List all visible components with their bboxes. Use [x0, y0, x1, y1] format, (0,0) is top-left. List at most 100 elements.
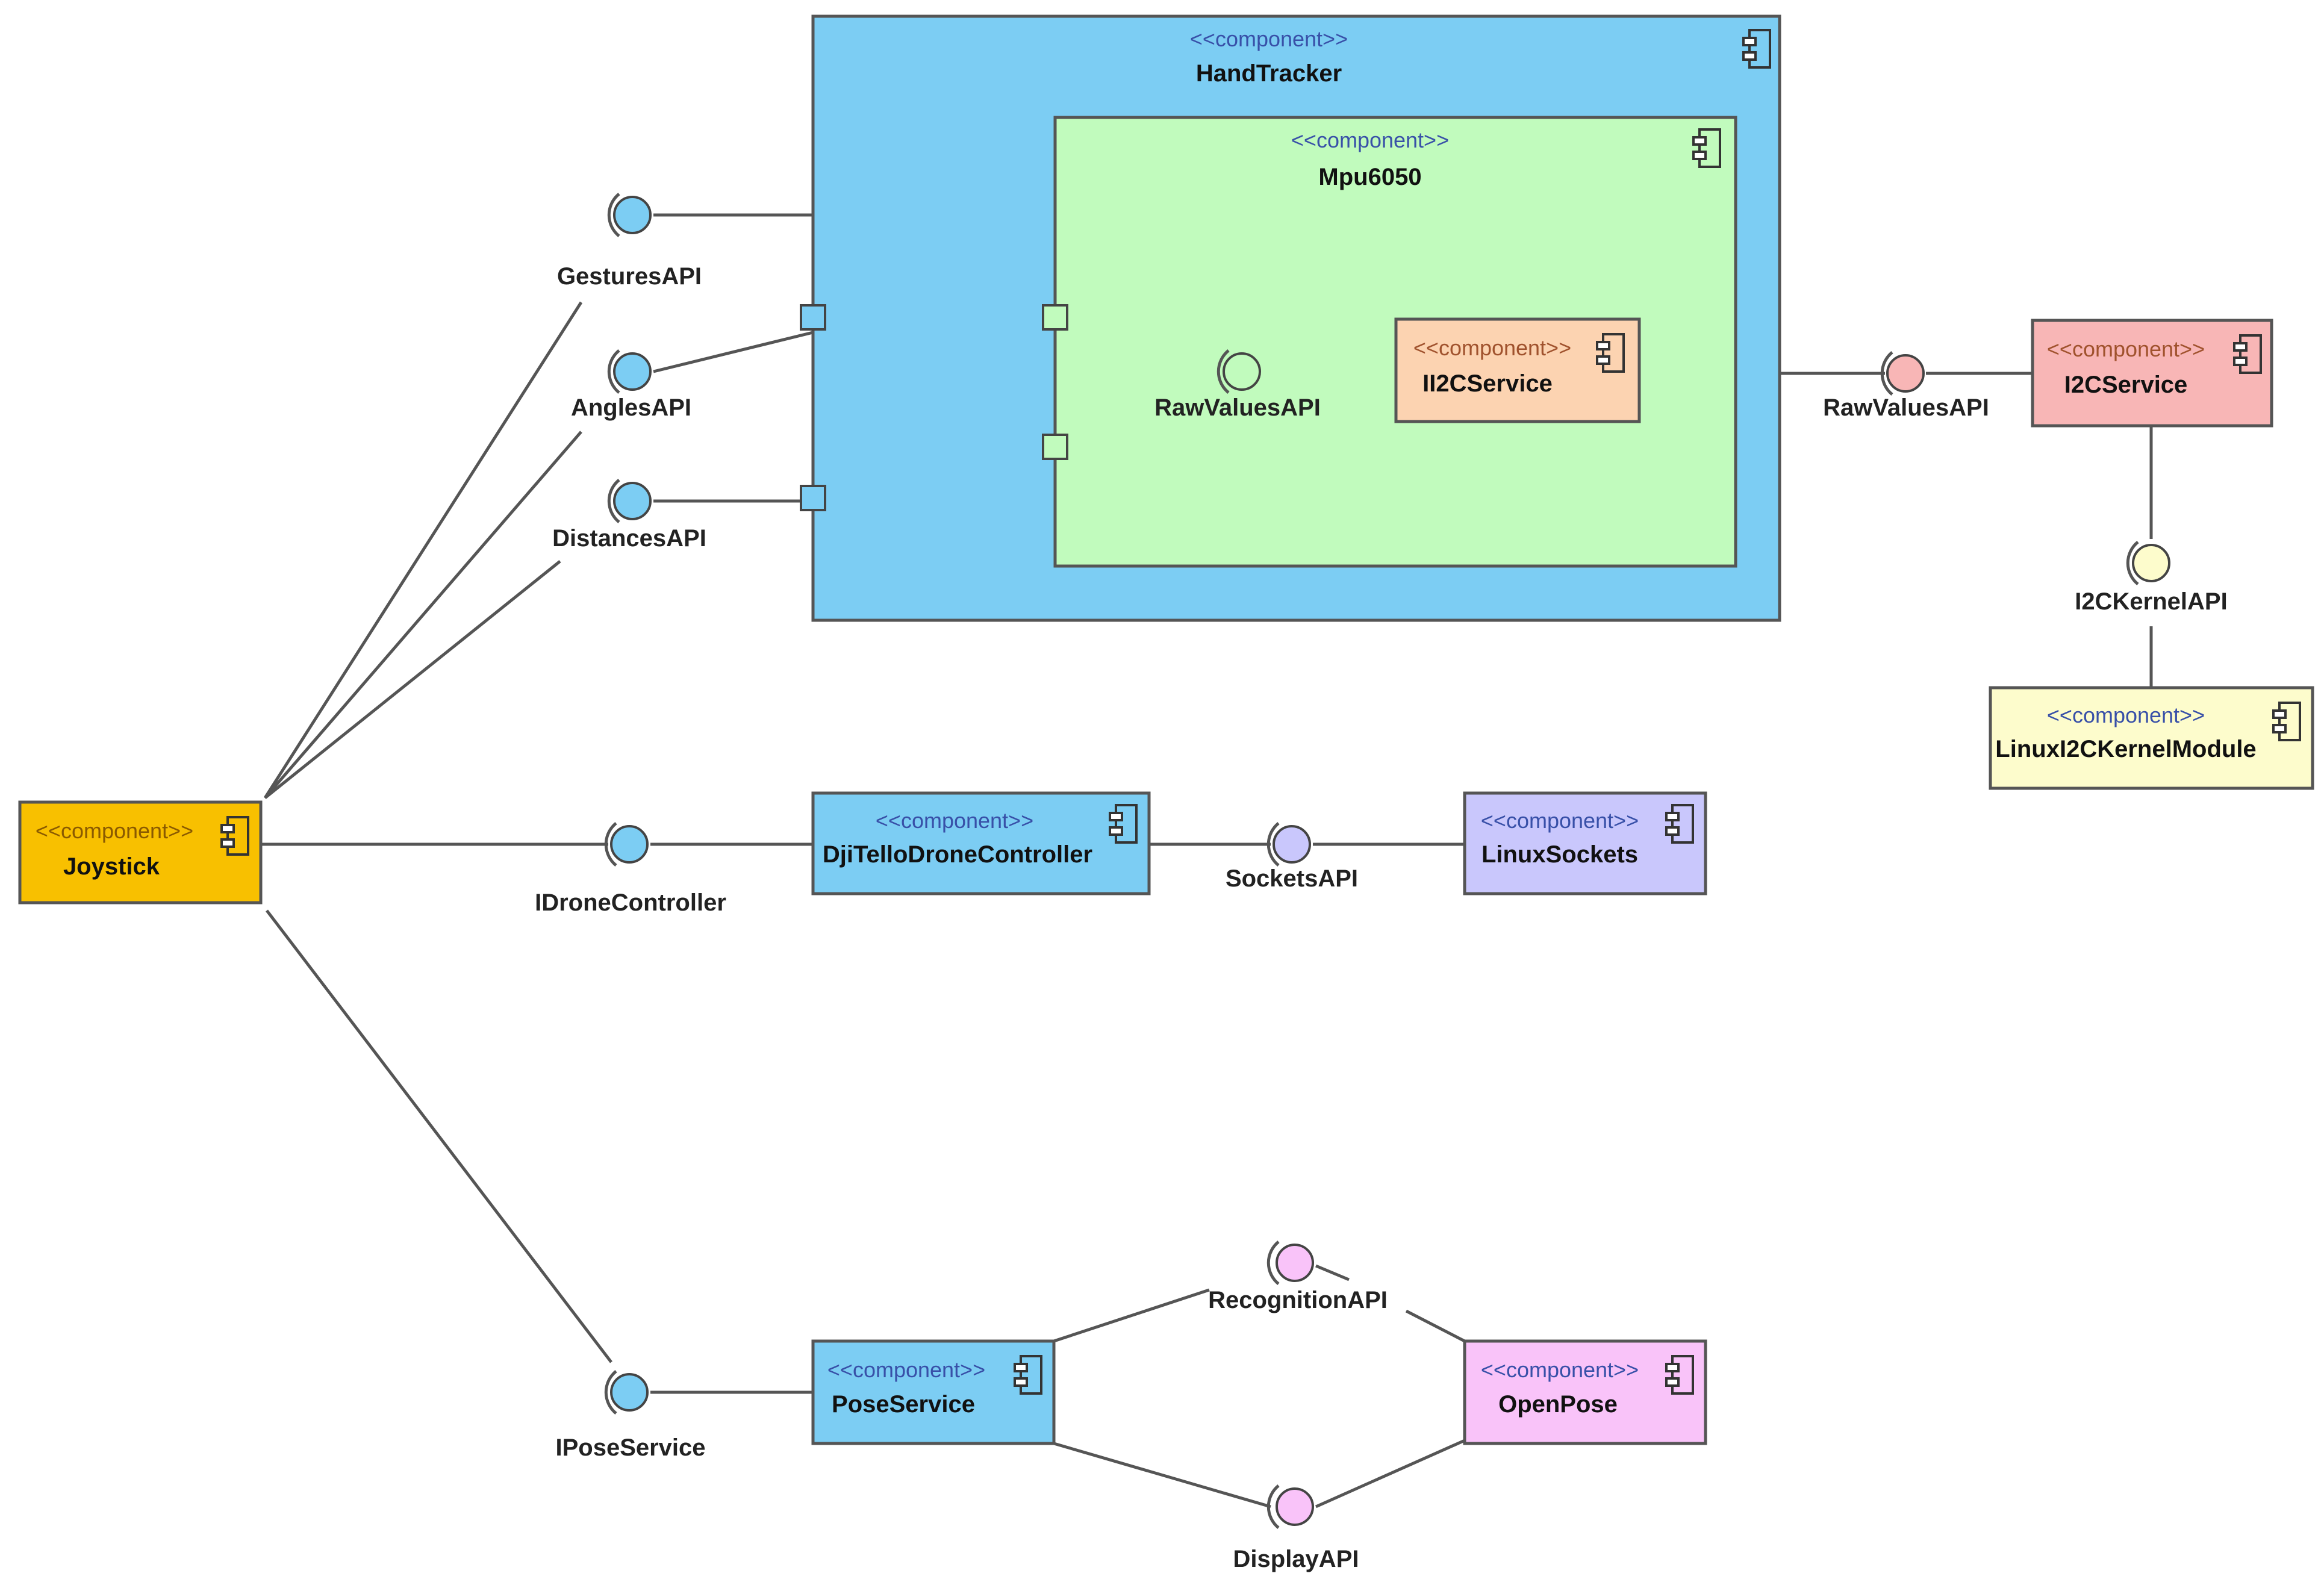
anglesapi-label: AnglesAPI: [571, 394, 691, 421]
openpose-box: [1463, 1339, 1707, 1445]
linuxkernel-box: [1989, 686, 2314, 790]
joystick-box: [18, 800, 263, 905]
ball: [610, 825, 649, 864]
component-icon: [1742, 29, 1771, 69]
socket-arc: [607, 349, 620, 394]
socketsapi-label: SocketsAPI: [1226, 865, 1358, 892]
ball: [613, 482, 652, 520]
ball: [613, 352, 652, 391]
interface-rawvaluesapi-outer[interactable]: RawValuesAPI: [1823, 351, 1989, 421]
pose-box: [811, 1339, 1056, 1445]
component-icon: [2272, 702, 2301, 741]
component-poseservice[interactable]: <<component>> PoseService: [811, 1339, 1056, 1445]
component-linuxi2ckernelmodule[interactable]: <<component>> LinuxI2CKernelModule: [1989, 686, 2314, 790]
linuxsockets-name: LinuxSockets: [1481, 841, 1638, 868]
interface-anglesapi[interactable]: AnglesAPI: [571, 349, 691, 421]
dji-box: [811, 791, 1151, 895]
connector-recognition-ball: [1315, 1264, 1350, 1281]
ball: [1273, 825, 1311, 864]
openpose-stereotype: <<component>>: [1481, 1357, 1639, 1382]
socket-arc: [1266, 1484, 1280, 1529]
connector-pose-display: [1053, 1442, 1271, 1509]
interface-socketsapi[interactable]: SocketsAPI: [1226, 822, 1358, 892]
connector-joystick-iposeservice: [266, 909, 612, 1363]
linuxkernel-name: LinuxI2CKernelModule: [1995, 736, 2256, 762]
ii2cservice-name: II2CService: [1422, 370, 1553, 397]
iposeservice-label: IPoseService: [555, 1434, 705, 1461]
rawvaluesapi-inner-label: RawValuesAPI: [1154, 394, 1321, 421]
handtracker-name: HandTracker: [1196, 60, 1342, 87]
ii2cservice-box: [1394, 317, 1641, 423]
component-icon: [1665, 1355, 1694, 1395]
interface-rawvaluesapi-inner[interactable]: RawValuesAPI: [1154, 349, 1321, 421]
linuxsockets-box: [1463, 791, 1707, 895]
recognitionapi-label: RecognitionAPI: [1208, 1287, 1388, 1313]
ports: [800, 304, 1068, 511]
i2cservice-name: I2CService: [2064, 372, 2188, 398]
connector-joystick-angles: [264, 431, 582, 799]
port-handtracker-top[interactable]: [800, 304, 826, 331]
mpu6050-stereotype: <<component>>: [1291, 128, 1449, 152]
interface-idronecontroller[interactable]: IDroneController: [535, 822, 726, 916]
ball: [1276, 1487, 1314, 1526]
component-linuxsockets[interactable]: <<component>> LinuxSockets: [1463, 791, 1707, 895]
port-handtracker-bottom[interactable]: [800, 485, 826, 511]
ii2cservice-stereotype: <<component>>: [1413, 335, 1571, 360]
gesturesapi-label: GesturesAPI: [557, 263, 702, 290]
distancesapi-label: DistancesAPI: [552, 525, 706, 552]
ball: [1886, 354, 1925, 393]
interface-gesturesapi[interactable]: GesturesAPI: [557, 193, 702, 290]
ball: [2132, 544, 2170, 582]
connector-angles-port: [653, 331, 814, 373]
component-openpose[interactable]: <<component>> OpenPose: [1463, 1339, 1707, 1445]
component-joystick[interactable]: <<component>> Joystick: [18, 800, 263, 905]
component-icon: [1692, 128, 1721, 168]
i2cservice-box: [2031, 319, 2273, 428]
component-icon: [1014, 1355, 1042, 1395]
openpose-name: OpenPose: [1498, 1391, 1618, 1418]
idronecontroller-label: IDroneController: [535, 889, 726, 916]
interface-iposeservice[interactable]: IPoseService: [555, 1370, 706, 1461]
component-icon: [1109, 804, 1138, 844]
component-ii2cservice[interactable]: <<component>> II2CService: [1394, 317, 1641, 423]
socket-arc: [604, 1370, 617, 1415]
interface-displayapi[interactable]: DisplayAPI: [1233, 1484, 1359, 1572]
mpu6050-name: Mpu6050: [1318, 164, 1421, 190]
component-icon: [220, 816, 249, 856]
i2ckernelapi-label: I2CKernelAPI: [2075, 588, 2227, 615]
port-mpu6050-top[interactable]: [1042, 304, 1068, 331]
i2cservice-stereotype: <<component>>: [2047, 337, 2205, 361]
dji-name: DjiTelloDroneController: [823, 841, 1092, 868]
linuxsockets-stereotype: <<component>>: [1481, 808, 1639, 833]
joystick-name: Joystick: [63, 853, 160, 880]
handtracker-stereotype: <<component>>: [1190, 26, 1348, 51]
port-mpu6050-bottom[interactable]: [1042, 434, 1068, 460]
socket-arc: [607, 479, 620, 523]
rawvaluesapi-outer-label: RawValuesAPI: [1823, 394, 1989, 421]
ball: [610, 1373, 649, 1412]
connector-recognition-openpose: [1405, 1309, 1466, 1343]
socket-arc: [2126, 541, 2139, 585]
linuxkernel-stereotype: <<component>>: [2047, 703, 2205, 727]
component-djitellodronecontroller[interactable]: <<component>> DjiTelloDroneController: [811, 791, 1151, 895]
socket-arc: [604, 822, 617, 867]
ball: [1223, 352, 1261, 391]
pose-stereotype: <<component>>: [827, 1357, 985, 1382]
connector-joystick-distances: [264, 560, 561, 799]
socket-arc: [1266, 1241, 1280, 1285]
connector-joystick-gestures: [263, 301, 583, 799]
interface-i2ckernelapi[interactable]: I2CKernelAPI: [2075, 541, 2228, 615]
socket-arc: [607, 193, 620, 237]
component-icon: [1665, 804, 1694, 844]
connector-pose-recognition: [1053, 1288, 1210, 1343]
socket-arc: [1880, 351, 1893, 396]
component-i2cservice[interactable]: <<component>> I2CService: [2031, 319, 2273, 428]
ball: [1276, 1244, 1314, 1282]
component-icon: [2233, 334, 2262, 374]
socket-arc: [1266, 822, 1280, 867]
interface-distancesapi[interactable]: DistancesAPI: [552, 479, 706, 552]
interface-recognitionapi[interactable]: RecognitionAPI: [1208, 1241, 1388, 1313]
pose-name: PoseService: [832, 1391, 975, 1418]
displayapi-label: DisplayAPI: [1233, 1546, 1359, 1572]
